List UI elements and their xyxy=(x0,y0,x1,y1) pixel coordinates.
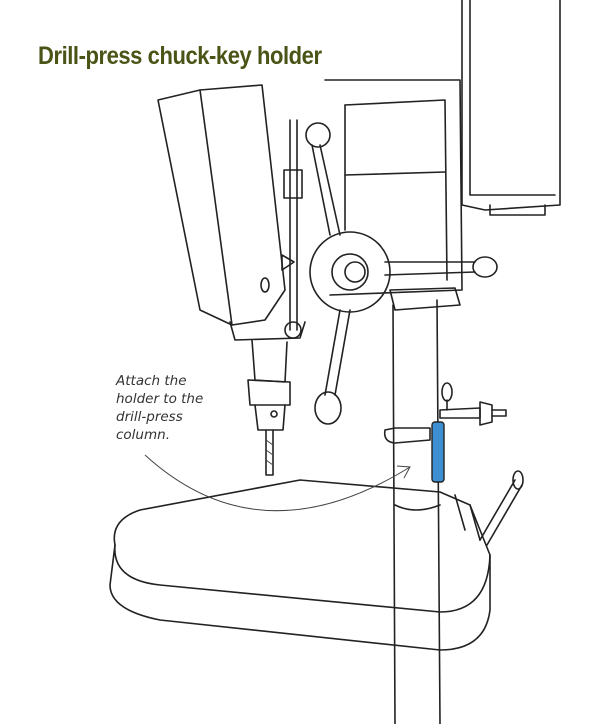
chuck-key-holder xyxy=(383,382,507,483)
callout-line: column. xyxy=(116,427,170,443)
page-title: Drill-press chuck-key holder xyxy=(38,42,322,70)
callout-line: holder to the xyxy=(116,391,204,407)
motor-housing xyxy=(461,0,561,216)
chuck xyxy=(247,339,291,476)
column-collar xyxy=(389,287,461,311)
spindle-housing xyxy=(157,84,306,341)
callout-arrow xyxy=(144,454,411,512)
feed-handles xyxy=(305,122,498,425)
callout-text: Attach the holder to the drill-press col… xyxy=(116,372,203,444)
column xyxy=(392,299,441,724)
table xyxy=(109,470,524,651)
head-housing xyxy=(324,79,463,296)
holder-blue-clip xyxy=(431,421,445,483)
callout-line: Attach the xyxy=(116,373,187,389)
callout-line: drill-press xyxy=(116,409,183,425)
depth-stop-rod xyxy=(281,119,303,331)
